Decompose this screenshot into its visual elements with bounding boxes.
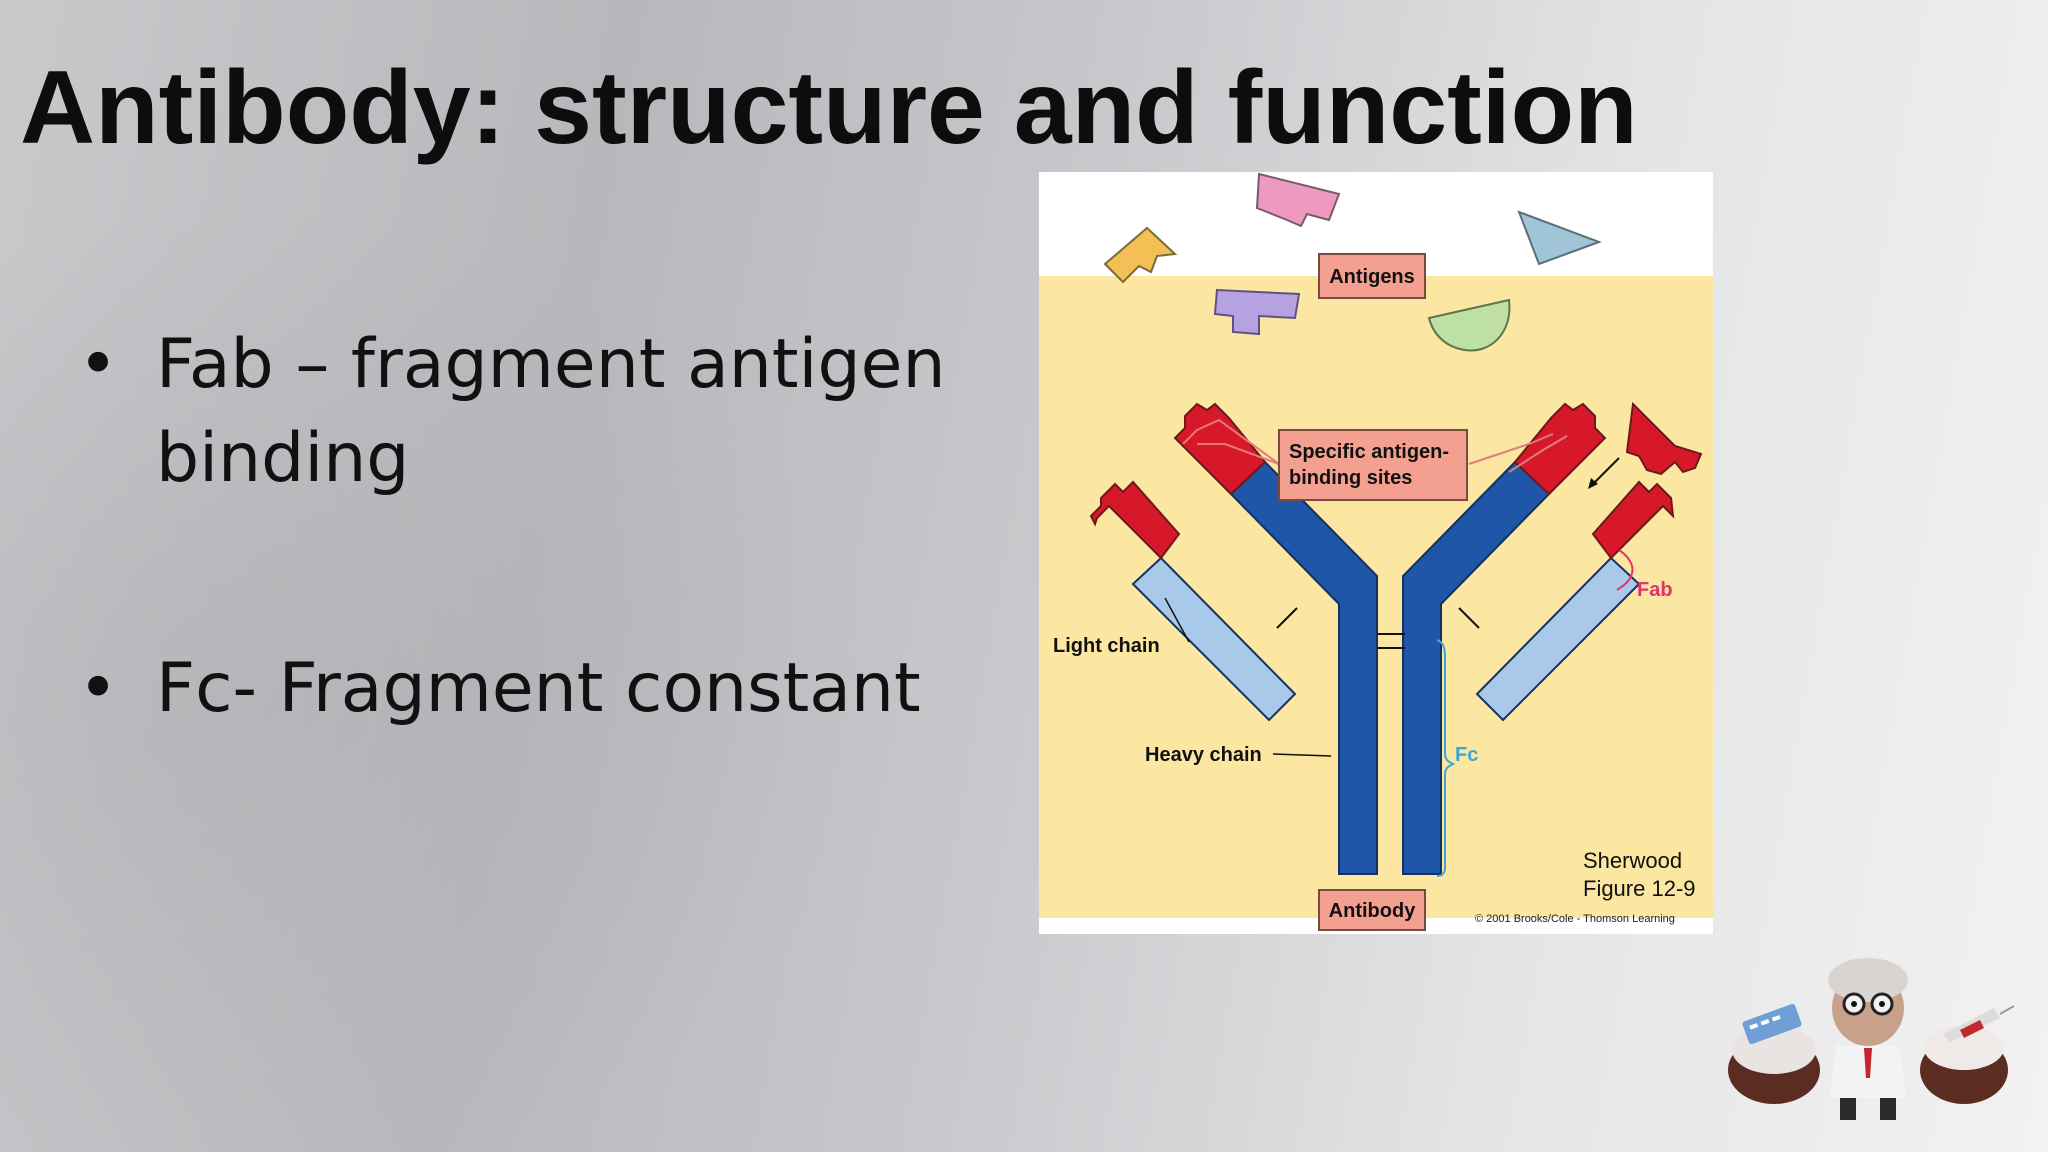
antigen-shape-green	[1427, 298, 1511, 352]
antigen-shape-purple	[1213, 288, 1301, 336]
antigens-label: Antigens	[1329, 266, 1415, 288]
antigen-shape-red	[1625, 401, 1703, 476]
heavy-chain-pointer	[1272, 753, 1332, 757]
antibody-label: Antibody	[1329, 900, 1417, 922]
source-label-line1: Sherwood	[1583, 848, 1682, 873]
light-chain-label: Light chain	[1053, 635, 1160, 657]
heavy-chain-label: Heavy chain	[1145, 744, 1262, 766]
binding-sites-label-box	[1278, 429, 1468, 501]
copyright-label: © 2001 Brooks/Cole - Thomson Learning	[1475, 913, 1675, 925]
antibody-diagram: Antigens Specific antigen- binding sites…	[1039, 172, 1713, 934]
light-chain-pointer	[1164, 597, 1190, 643]
fc-bracket	[1436, 639, 1456, 877]
fab-label: Fab	[1637, 579, 1673, 601]
antigen-shape-blue	[1517, 210, 1602, 266]
binding-site-heavy-right	[1513, 402, 1607, 496]
source-label-line2: Figure 12-9	[1583, 876, 1696, 901]
bullet-marker: •	[78, 649, 119, 728]
antibody-figure: Antigens Specific antigen- binding sites…	[1039, 172, 1713, 934]
binding-site-light-left	[1089, 480, 1181, 560]
light-chain-left	[1131, 556, 1297, 722]
antibody-label-box	[1318, 889, 1426, 931]
bullet-marker: •	[78, 325, 119, 404]
bullet-text: Fab – fragment antigen binding	[156, 325, 946, 498]
fab-bracket	[1616, 549, 1634, 591]
antigens-label-box	[1318, 253, 1426, 299]
light-chain-right	[1475, 556, 1641, 722]
bullet-item-fc: • Fc- Fragment constant	[78, 642, 978, 736]
binding-sites-label-line2: binding sites	[1289, 467, 1412, 489]
disulfide-bonds	[1377, 633, 1405, 649]
binding-sites-pointers	[1182, 418, 1568, 473]
bullet-list: • Fab – fragment antigen binding • Fc- F…	[78, 318, 978, 736]
bullet-item-fab: • Fab – fragment antigen binding	[78, 318, 978, 506]
scientist-cupcakes-image	[1718, 938, 2018, 1124]
binding-sites-label-line1: Specific antigen-	[1289, 441, 1449, 463]
antigen-shape-orange	[1103, 226, 1178, 284]
slide-title: Antibody: structure and function	[20, 50, 1638, 166]
fc-label: Fc	[1455, 744, 1478, 766]
scientist-cupcakes-illustration	[1728, 958, 2015, 1120]
antigen-shape-pink	[1255, 172, 1341, 228]
light-heavy-bonds	[1276, 607, 1480, 629]
bullet-text: Fc- Fragment constant	[156, 649, 921, 728]
binding-site-light-right	[1591, 480, 1675, 560]
